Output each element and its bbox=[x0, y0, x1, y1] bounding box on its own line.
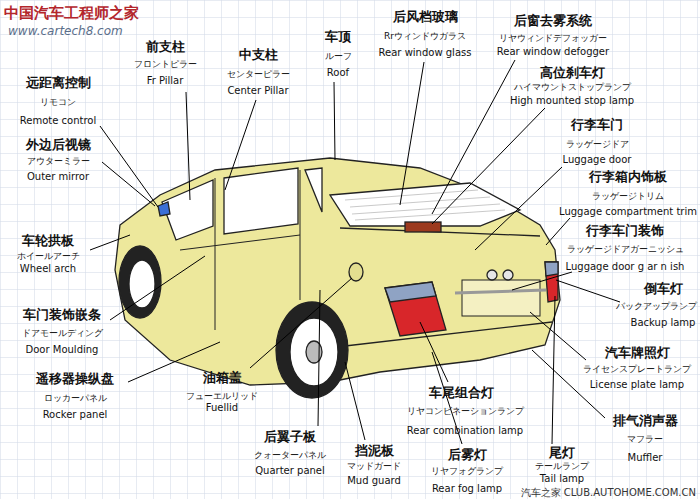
part-label-zh: 高位刹车灯 bbox=[540, 64, 605, 82]
part-label-en: Rear combination lamp bbox=[407, 425, 523, 436]
part-label-ja: ホイールアーチ bbox=[17, 250, 80, 263]
part-label-ja: Rrウィンドウガラス bbox=[384, 30, 466, 43]
part-label-zh: 后风档玻璃 bbox=[393, 8, 458, 26]
part-label-ja: マフラー bbox=[627, 433, 663, 446]
part-label-en: Rear window glass bbox=[379, 47, 472, 58]
part-label-ja: ラッゲージトリム bbox=[592, 190, 664, 203]
part-label-en: License plate lamp bbox=[590, 379, 684, 390]
part-label-en: Rear window defogger bbox=[497, 46, 609, 57]
part-label-zh: 行李箱内饰板 bbox=[589, 168, 667, 186]
part-label-ja: リヤフォグランプ bbox=[431, 465, 503, 478]
part-label-en: Luggage door bbox=[563, 154, 632, 165]
part-label-ja: リヤコンビネーションランプ bbox=[407, 405, 524, 418]
part-label-en: Fr Pillar bbox=[147, 75, 184, 86]
part-label-en: Wheel arch bbox=[20, 263, 76, 274]
part-label-zh: 外边后视镜 bbox=[26, 136, 91, 154]
part-label-zh: 行李车门 bbox=[571, 116, 623, 134]
part-label-zh: 遥移器操纵盘 bbox=[36, 370, 114, 388]
part-label-ja: ラッゲージドアガーニッシュ bbox=[567, 243, 684, 256]
part-label-zh: 车尾组合灯 bbox=[429, 384, 494, 402]
part-label-ja: フロントピラー bbox=[134, 58, 197, 71]
part-label-en: Backup lamp bbox=[631, 317, 696, 328]
part-label-ja: ドアモールディング bbox=[22, 327, 103, 340]
part-label-zh: 前支柱 bbox=[146, 38, 185, 56]
part-label-ja: マッドガード bbox=[347, 460, 401, 473]
part-label-en: High mounted stop lamp bbox=[510, 95, 634, 106]
part-label-en: Quarter panel bbox=[255, 465, 325, 476]
part-label-en: Rear fog lamp bbox=[432, 483, 502, 494]
part-label-ja: テールランプ bbox=[535, 460, 589, 473]
part-label-en: Rocker panel bbox=[43, 409, 108, 420]
part-label-zh: 行李车门装饰 bbox=[586, 222, 664, 240]
part-label-zh: 油箱盖 bbox=[203, 369, 242, 387]
part-label-en: Muffler bbox=[628, 452, 663, 463]
watermark: 汽车之家 CLUB.AUTOHOME.COM.CN bbox=[521, 486, 696, 499]
part-label-ja: ロッカーパネル bbox=[44, 392, 107, 405]
part-label-ja: ルーフ bbox=[325, 50, 352, 63]
part-label-en: Fuellid bbox=[206, 402, 238, 413]
part-label-en: Luggage door g ar n ish bbox=[566, 261, 685, 272]
car-body bbox=[115, 158, 560, 398]
part-label-ja: ラッゲージドア bbox=[566, 138, 629, 151]
part-label-ja: リモコン bbox=[40, 96, 76, 109]
part-label-en: Center Pillar bbox=[227, 85, 288, 96]
part-label-zh: 车轮拱板 bbox=[22, 232, 74, 250]
watermark: www.cartech8.com bbox=[8, 24, 123, 38]
part-label-zh: 后窗去雾系统 bbox=[514, 12, 592, 30]
part-label-zh: 后雾灯 bbox=[448, 446, 487, 464]
part-label-ja: リヤウィンドデフォッガー bbox=[499, 32, 607, 45]
part-label-ja: フューエルリッド bbox=[186, 390, 258, 403]
part-label-en: Roof bbox=[327, 67, 349, 78]
watermark: 中国汽车工程师之家 bbox=[4, 4, 139, 23]
part-label-zh: 汽车牌照灯 bbox=[605, 344, 670, 362]
part-label-en: Door Moulding bbox=[26, 344, 99, 355]
part-label-en: Mud guard bbox=[347, 475, 401, 486]
part-label-en: Luggage compartment trim bbox=[559, 206, 697, 217]
part-label-zh: 车门装饰嵌条 bbox=[23, 306, 101, 324]
part-label-ja: センターピラー bbox=[227, 68, 290, 81]
part-label-zh: 车顶 bbox=[325, 28, 351, 46]
part-label-ja: アウターミラー bbox=[27, 155, 90, 168]
part-label-ja: ハイマウントストップランプ bbox=[514, 81, 631, 94]
part-label-ja: クォーターパネル bbox=[254, 449, 326, 462]
part-label-zh: 排气消声器 bbox=[613, 412, 678, 430]
leader-lines bbox=[90, 60, 620, 444]
part-label-zh: 远距离控制 bbox=[26, 74, 91, 92]
part-label-en: Remote control bbox=[20, 115, 96, 126]
part-label-ja: ライセンスプレートランプ bbox=[583, 363, 691, 376]
part-label-en: Outer mirror bbox=[27, 171, 89, 182]
part-label-zh: 倒车灯 bbox=[644, 280, 683, 298]
part-label-zh: 尾灯 bbox=[549, 444, 575, 462]
part-label-zh: 挡泥板 bbox=[355, 442, 394, 460]
part-label-ja: バックアップランプ bbox=[616, 300, 697, 313]
part-label-en: Tail lamp bbox=[540, 473, 584, 484]
part-label-zh: 后翼子板 bbox=[264, 428, 316, 446]
part-label-zh: 中支柱 bbox=[239, 46, 278, 64]
